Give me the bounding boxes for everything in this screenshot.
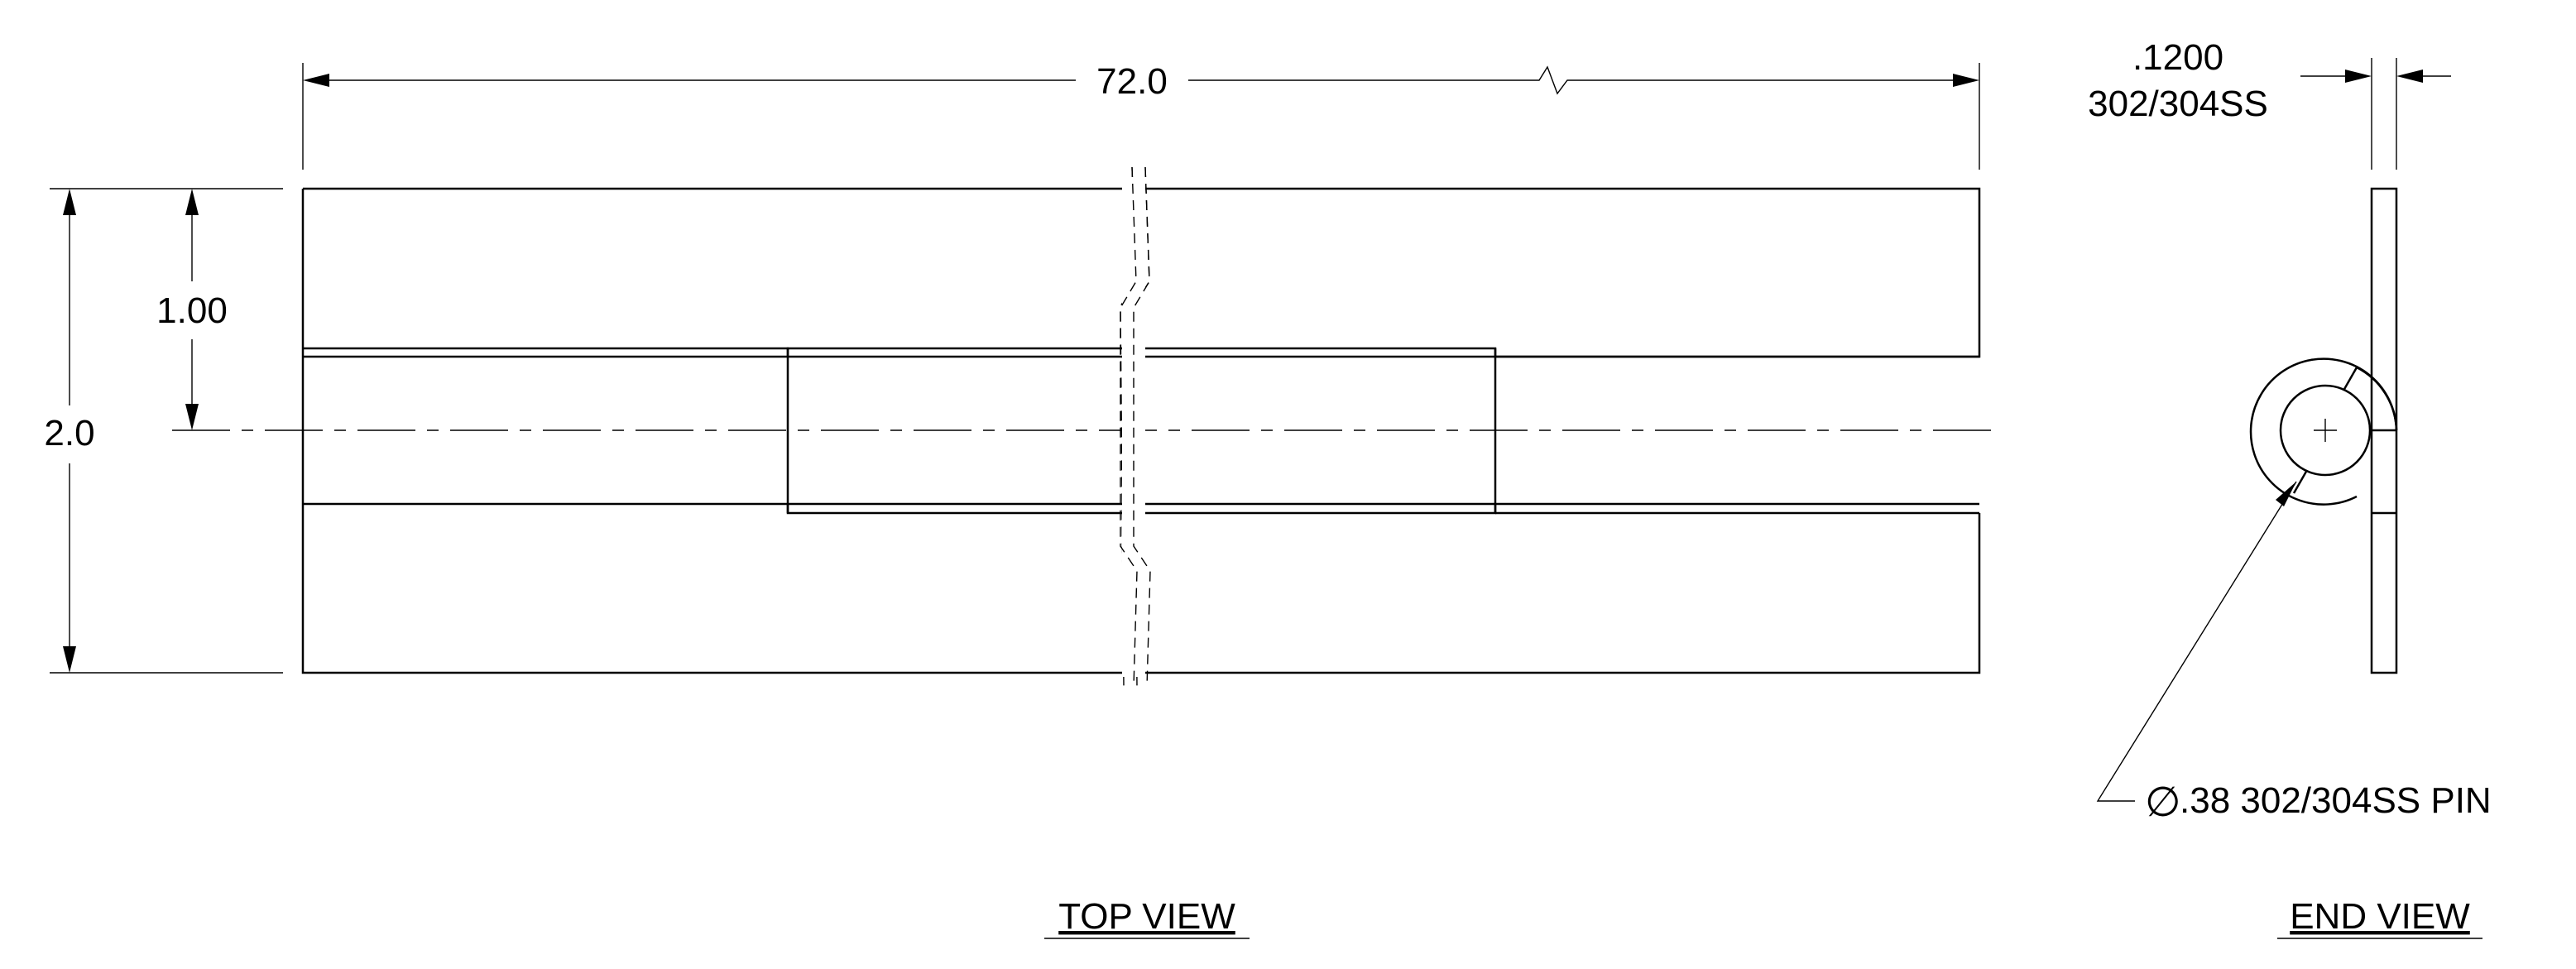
thick-arrow-left <box>2345 70 2372 83</box>
length-arrow-right <box>1953 74 1979 87</box>
length-arrow-left <box>303 74 329 87</box>
length-dim-line-right <box>1188 65 1955 95</box>
width-arrow-bottom <box>63 646 76 673</box>
top-view <box>172 166 2003 688</box>
half-arrow-top <box>185 189 199 215</box>
knuckle-top-edge <box>303 347 789 513</box>
thick-arrow-right <box>2396 70 2423 83</box>
width-label: 2.0 <box>44 413 94 453</box>
thickness-dimension: .1200 302/304SS <box>2088 37 2451 170</box>
length-label: 72.0 <box>1096 61 1168 102</box>
thickness-label: .1200 <box>2132 37 2223 78</box>
pin-note: .38 302/304SS PIN <box>2180 780 2492 821</box>
end-view: ∅ .38 302/304SS PIN <box>2096 187 2492 826</box>
pin-circle <box>2279 384 2372 477</box>
width-arrow-top <box>63 189 76 215</box>
half-width-dimension: 1.00 <box>156 189 228 430</box>
end-view-title: END VIEW <box>2290 896 2470 937</box>
half-arrow-bottom <box>185 404 199 430</box>
top-view-title: TOP VIEW <box>1058 896 1235 937</box>
length-dimension: 72.0 <box>302 61 1980 170</box>
pin-diameter-symbol: ∅ <box>2145 778 2181 826</box>
pin-leader-arrow <box>2276 482 2296 506</box>
half-width-label: 1.00 <box>156 290 228 331</box>
width-dimension: 2.0 <box>44 188 283 674</box>
pin-leader <box>2096 481 2297 802</box>
thickness-material: 302/304SS <box>2088 84 2268 124</box>
